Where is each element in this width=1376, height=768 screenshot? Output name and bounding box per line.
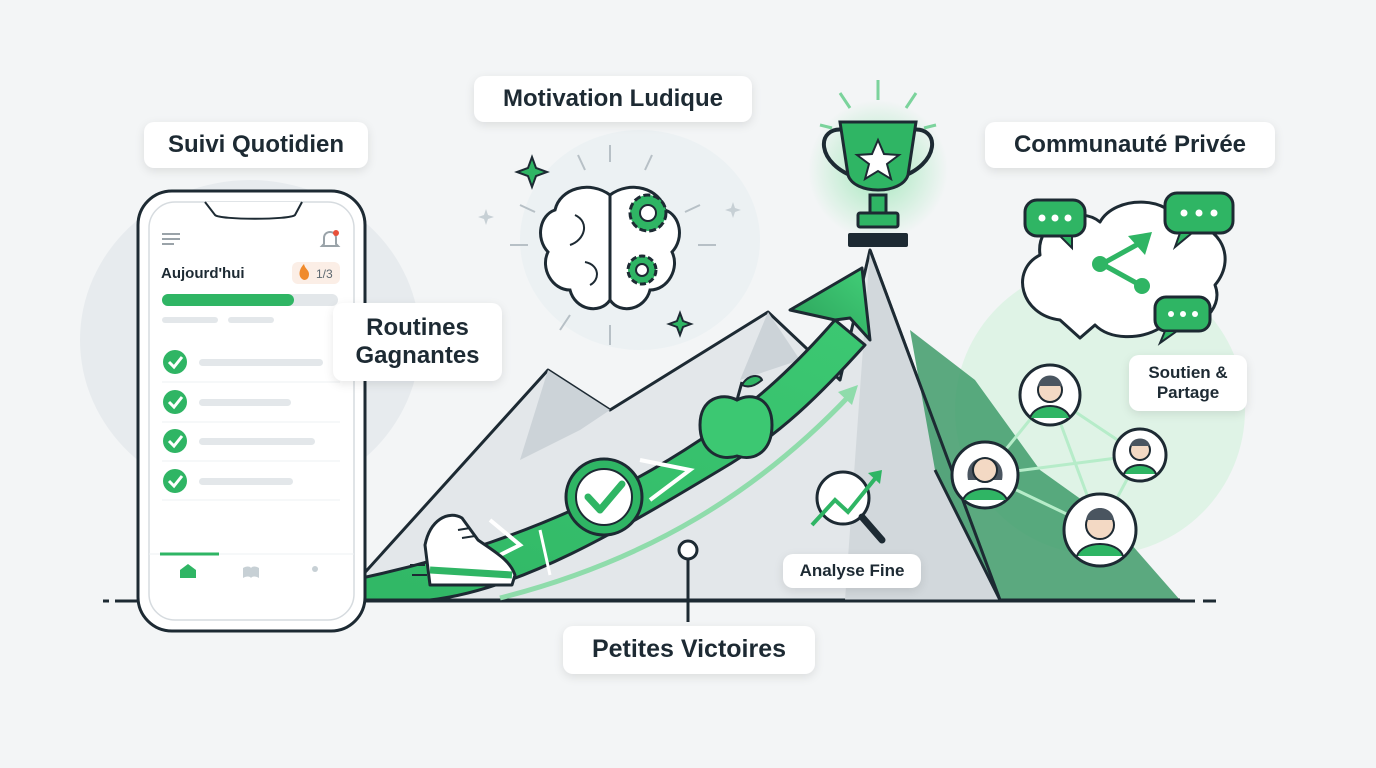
menu-icon	[162, 233, 180, 245]
share-icon	[1092, 232, 1152, 294]
check-icon	[564, 457, 644, 537]
apple-icon	[698, 375, 774, 459]
streak-count: 1/3	[316, 267, 333, 281]
label-private-community: Communauté Privée	[985, 122, 1275, 168]
label-support-sharing: Soutien & Partage	[1129, 355, 1247, 411]
label-daily-tracking: Suivi Quotidien	[144, 122, 368, 168]
daily-progress-bar	[162, 294, 294, 306]
bell-icon	[319, 230, 341, 247]
sneaker-icon	[410, 513, 517, 587]
task-list	[162, 350, 340, 501]
star-icon	[854, 137, 902, 182]
avatar-icon	[950, 363, 1168, 568]
phone-today-label: Aujourd'hui	[161, 265, 245, 282]
label-playful-motivation: Motivation Ludique	[474, 76, 752, 122]
phone-mockup	[136, 189, 367, 633]
gear-icon	[626, 193, 668, 286]
book-icon	[243, 566, 259, 578]
trophy-icon	[808, 80, 948, 247]
label-fine-analysis: Analyse Fine	[783, 554, 921, 588]
label-small-victories: Petites Victoires	[563, 626, 815, 674]
sparkle-icon	[478, 154, 741, 338]
flame-icon	[299, 264, 309, 280]
label-winning-routines: Routines Gagnantes	[333, 303, 502, 381]
growth-arrow	[788, 266, 872, 342]
secondary-trend-line	[499, 393, 852, 601]
victory-marker	[677, 539, 699, 622]
magnifier-chart-icon	[810, 470, 886, 544]
home-icon	[180, 564, 196, 578]
chat-bubble-icon	[1023, 191, 1235, 346]
